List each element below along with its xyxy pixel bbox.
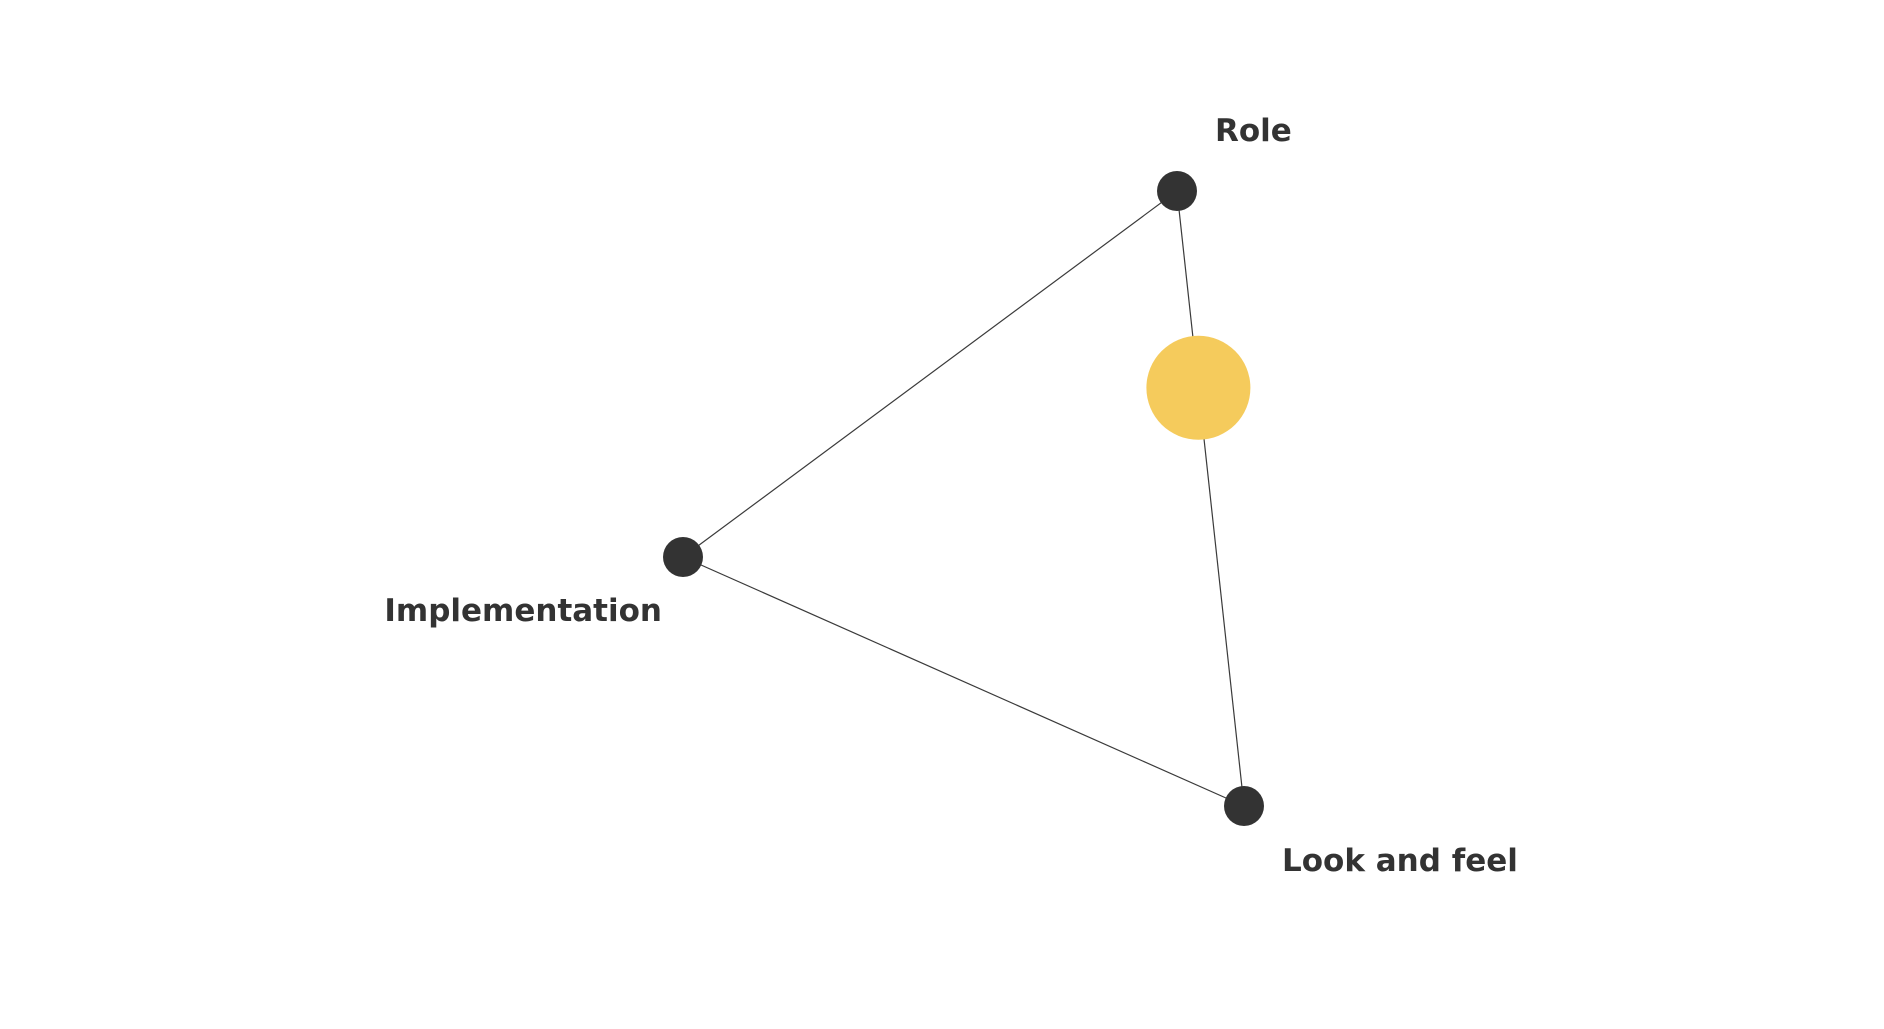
label-look-and-feel: Look and feel (1282, 843, 1518, 879)
label-role: Role (1215, 113, 1292, 149)
position-marker (1146, 335, 1251, 440)
vertex-implementation (663, 537, 703, 577)
vertex-role (1157, 171, 1197, 211)
edge-role-look-and-feel (1176, 190, 1245, 807)
edge-role-implementation (682, 190, 1178, 558)
vertex-look-and-feel (1224, 786, 1264, 826)
edge-implementation-look-and-feel (682, 556, 1245, 807)
label-implementation: Implementation (384, 593, 662, 629)
